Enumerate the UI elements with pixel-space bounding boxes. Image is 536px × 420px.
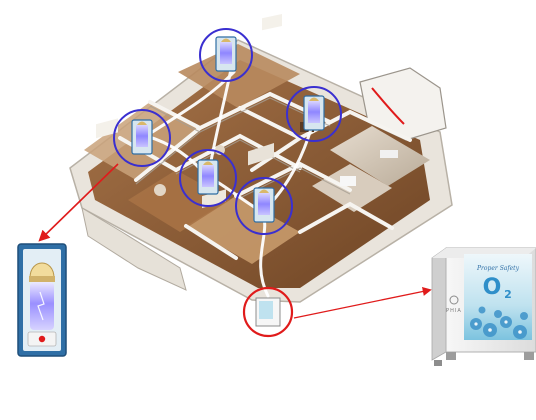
callout-circle [199, 28, 253, 82]
glow-spark-icon [37, 291, 45, 321]
arrow-to-main-unit [293, 287, 432, 319]
room-bottom [186, 196, 300, 264]
brand-logo-icon [449, 295, 459, 305]
purifier-unit-lower[interactable] [235, 177, 293, 235]
panel-script-line: Proper Safety [476, 265, 520, 272]
room-bedroom-lower [128, 170, 230, 232]
panel-o2-letter: O [483, 275, 502, 300]
power-indicator-icon [38, 335, 46, 343]
flower-centers [474, 320, 522, 334]
cabinet-side [431, 247, 447, 361]
flower-decoration [470, 306, 528, 339]
purifier-unit-left[interactable] [113, 109, 171, 167]
device-window [258, 193, 270, 215]
room-top [178, 44, 300, 108]
lamp-cap-icon [221, 38, 231, 42]
purifier-unit-center[interactable] [179, 149, 237, 207]
lamp-cap-icon [259, 189, 269, 193]
callout-circle [235, 177, 293, 235]
lamp-collar [29, 276, 55, 282]
callout-circle-red [242, 286, 294, 338]
mini-cabinet-panel [259, 301, 273, 319]
main-unit-callout[interactable] [242, 286, 294, 338]
arrow-to-closeup [38, 163, 119, 242]
purifier-closeup [17, 243, 67, 357]
device-window [202, 165, 214, 187]
device-window [136, 125, 148, 147]
callout-circle [179, 149, 237, 207]
cabinet-foot-left [446, 352, 456, 360]
main-unit-cabinet: Proper Safety O 2 PHIA [431, 247, 536, 366]
lamp-cap-icon [309, 97, 319, 101]
floor-plan [69, 14, 453, 303]
panel-o2-subscript: 2 [504, 288, 512, 301]
purifier-unit-top[interactable] [199, 28, 253, 82]
balcony-pipe [371, 87, 405, 125]
room-bath [312, 164, 392, 212]
purifier-unit-right[interactable] [286, 86, 342, 142]
glow-tube [30, 282, 54, 330]
brand-text: PHIA [446, 308, 462, 314]
callout-circle [113, 109, 171, 167]
cabinet-foot-back [434, 360, 442, 366]
balcony-left [81, 206, 187, 291]
lamp-cap-icon [137, 121, 147, 125]
cabinet-foot-right [524, 352, 534, 360]
device-window [220, 42, 232, 64]
lamp-cap-icon [203, 161, 213, 165]
callout-circle [286, 86, 342, 142]
device-window [308, 101, 320, 123]
